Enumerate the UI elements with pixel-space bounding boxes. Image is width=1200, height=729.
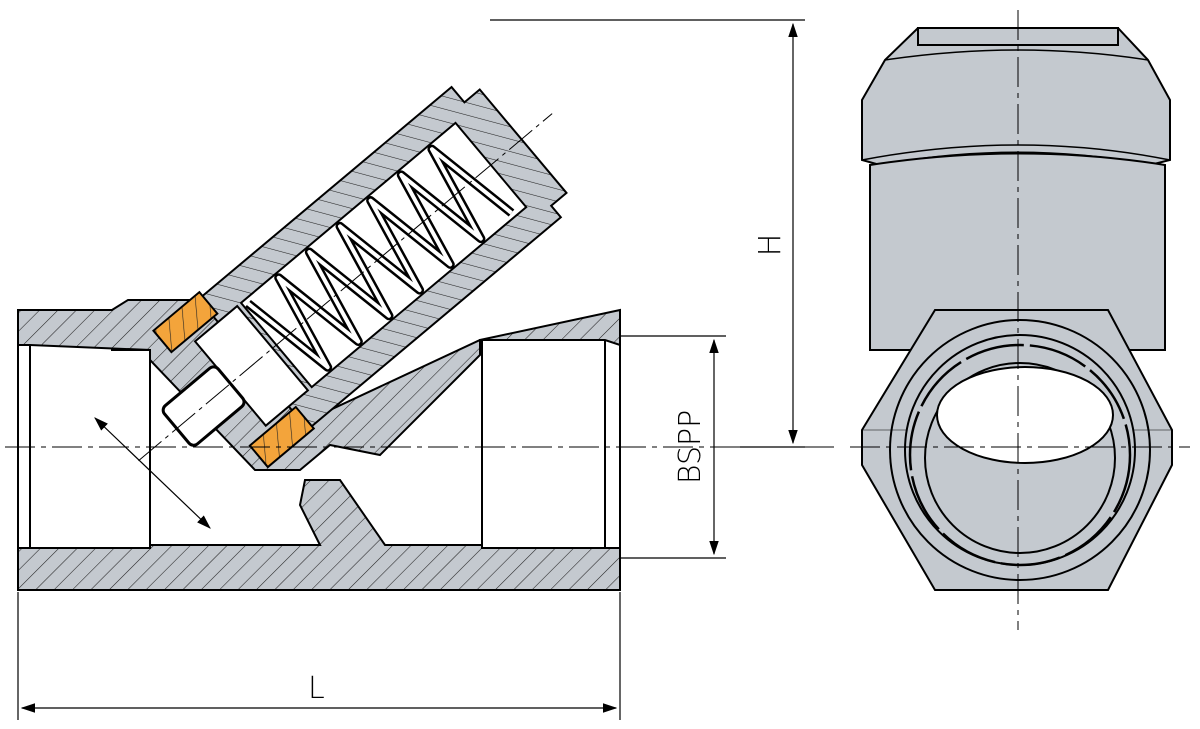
height-label: H — [753, 234, 788, 257]
bore-opening — [936, 366, 1114, 464]
length-label: L — [308, 671, 325, 706]
bonnet-section — [138, 85, 568, 469]
section-view — [5, 85, 835, 591]
thread-label: BSPP — [673, 410, 708, 484]
upper-seal — [152, 290, 219, 354]
dimension-lines: L H BSPP — [17, 19, 805, 720]
lower-seal — [248, 405, 316, 469]
end-view — [850, 10, 1190, 630]
